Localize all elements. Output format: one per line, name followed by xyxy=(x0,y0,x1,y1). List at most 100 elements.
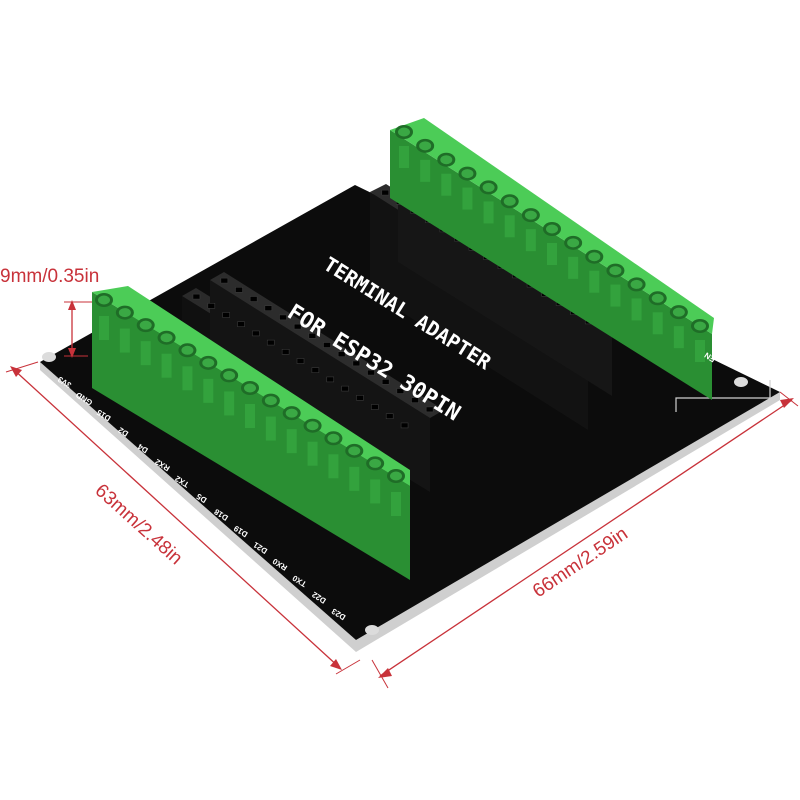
terminal-screw-head xyxy=(694,321,706,331)
terminal-slot xyxy=(119,328,130,353)
header-pin-hole xyxy=(356,394,364,401)
terminal-slot xyxy=(328,454,339,479)
terminal-slot xyxy=(265,416,276,441)
terminal-screw-head xyxy=(348,446,361,456)
header-pin-hole xyxy=(352,360,361,367)
terminal-slot xyxy=(307,441,318,466)
terminal-slot xyxy=(547,243,557,265)
terminal-screw-head xyxy=(369,458,382,468)
terminal-slot xyxy=(399,146,409,168)
terminal-slot xyxy=(525,229,536,252)
terminal-screw-head xyxy=(503,196,516,206)
header-pin-hole xyxy=(396,388,405,394)
terminal-screw-head xyxy=(390,471,402,481)
terminal-slot xyxy=(391,492,401,516)
header-pin-hole xyxy=(266,339,275,346)
header-pin-hole xyxy=(220,277,229,284)
terminal-slot xyxy=(483,201,494,224)
terminal-screw-head xyxy=(202,358,215,368)
terminal-screw-head xyxy=(181,345,194,355)
mounting-hole xyxy=(734,377,748,387)
terminal-screw-head xyxy=(524,210,537,220)
header-pin-hole xyxy=(411,397,419,404)
header-pin-hole xyxy=(207,302,216,309)
terminal-screw-head xyxy=(672,307,685,317)
terminal-screw-head xyxy=(546,224,558,234)
header-pin-hole xyxy=(371,404,379,410)
terminal-screw-head xyxy=(588,252,601,262)
header-pin-hole xyxy=(222,312,230,318)
terminal-screw-head xyxy=(651,293,664,303)
header-pin-hole xyxy=(341,385,349,392)
terminal-slot xyxy=(370,479,381,504)
terminal-slot xyxy=(420,159,431,182)
terminal-slot xyxy=(652,312,663,335)
terminal-screw-head xyxy=(609,266,622,276)
terminal-screw-head xyxy=(160,333,173,343)
terminal-slot xyxy=(286,429,297,454)
header-pin-hole xyxy=(400,422,409,429)
terminal-slot xyxy=(610,284,621,307)
terminal-slot xyxy=(673,326,684,349)
silkscreen-outline xyxy=(675,380,771,412)
terminal-screw-head xyxy=(419,141,432,151)
terminal-screw-head xyxy=(630,279,643,289)
terminal-slot xyxy=(462,187,473,210)
terminal-screw-head xyxy=(264,396,277,406)
header-pin-hole xyxy=(296,358,305,364)
terminal-slot xyxy=(182,366,193,391)
header-pin-hole xyxy=(381,378,390,385)
terminal-screw-head xyxy=(118,308,131,318)
terminal-screw-head xyxy=(306,421,319,431)
terminal-screw-head xyxy=(440,155,453,165)
terminal-slot xyxy=(441,173,452,196)
height-dimension-label: 9mm/0.35in xyxy=(0,266,99,287)
mounting-hole xyxy=(42,352,56,362)
header-pin-hole xyxy=(235,286,243,293)
terminal-slot xyxy=(161,353,172,378)
header-pin-hole xyxy=(279,314,287,321)
terminal-slot xyxy=(203,378,214,403)
terminal-slot xyxy=(224,391,235,416)
terminal-slot xyxy=(349,466,360,491)
header-pin-hole xyxy=(326,376,335,383)
terminal-slot xyxy=(568,256,579,279)
mounting-hole xyxy=(365,625,379,635)
terminal-slot xyxy=(589,270,600,293)
dimension-height: 9mm/0.35in xyxy=(0,266,99,358)
terminal-screw-head xyxy=(461,169,474,179)
header-pin-hole xyxy=(264,305,273,312)
header-pin-hole xyxy=(308,332,317,339)
depth-dimension-label: 63mm/2.48in xyxy=(91,480,187,569)
header-pin-hole xyxy=(237,321,245,328)
terminal-screw-head xyxy=(223,370,236,380)
header-pin-hole xyxy=(281,348,290,355)
terminal-slot xyxy=(631,298,642,321)
terminal-slot xyxy=(695,340,705,362)
header-pin-hole xyxy=(192,293,201,300)
header-pin-hole xyxy=(337,351,346,358)
header-pin-hole xyxy=(293,323,302,330)
terminal-screw-head xyxy=(482,182,495,192)
terminal-screw-head xyxy=(398,127,410,137)
terminal-screw-head xyxy=(567,238,580,248)
header-pin-hole xyxy=(249,296,258,302)
terminal-screw-head xyxy=(98,295,110,305)
header-pin-hole xyxy=(367,369,375,376)
terminal-screw-head xyxy=(244,383,256,393)
header-pin-hole xyxy=(385,413,394,420)
header-pin-hole xyxy=(425,406,434,413)
terminal-slot xyxy=(245,404,255,428)
terminal-slot xyxy=(140,341,151,366)
header-pin-hole xyxy=(323,342,331,348)
terminal-slot xyxy=(504,215,515,238)
header-pin-hole xyxy=(381,189,390,196)
terminal-screw-head xyxy=(139,320,152,330)
terminal-slot xyxy=(99,316,109,340)
terminal-screw-head xyxy=(285,408,298,418)
terminal-screws xyxy=(95,125,709,516)
header-pin-hole xyxy=(311,367,320,374)
header-pin-hole xyxy=(252,330,260,337)
terminal-screw-head xyxy=(327,433,340,443)
